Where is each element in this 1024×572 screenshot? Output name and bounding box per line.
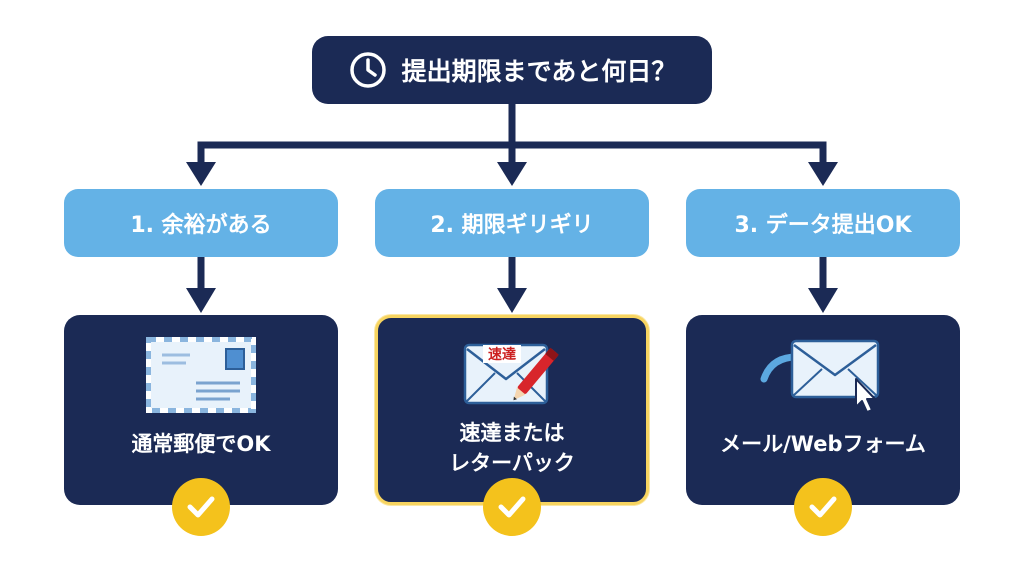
result-2-text: 速達または レターパック xyxy=(449,418,575,478)
express-envelope-icon: 速達 xyxy=(457,332,567,410)
option-2-box: 2. 期限ギリギリ xyxy=(375,189,649,257)
option-1-box: 1. 余裕がある xyxy=(64,189,338,257)
result-3-line-1: メール/Webフォーム xyxy=(720,432,926,456)
result-2-line-2: レターパック xyxy=(449,451,575,475)
question-text: 提出期限まであと何日？ xyxy=(401,57,677,86)
option-3-label: 3. データ提出OK xyxy=(734,213,912,238)
check-icon xyxy=(794,478,852,536)
option-2-label: 2. 期限ギリギリ xyxy=(430,213,594,238)
arrowhead-right-2 xyxy=(808,288,838,313)
result-card-3: メール/Webフォーム xyxy=(686,315,960,505)
result-card-2: 速達 速達または レターパック xyxy=(375,315,649,505)
express-stamp-text: 速達 xyxy=(488,346,516,363)
check-icon xyxy=(483,478,541,536)
arrowhead-left-2 xyxy=(186,288,216,313)
check-icon xyxy=(172,478,230,536)
result-1-text: 通常郵便でOK xyxy=(131,429,270,459)
result-2-line-1: 速達または xyxy=(459,421,565,445)
option-3-box: 3. データ提出OK xyxy=(686,189,960,257)
arrowhead-center-2 xyxy=(497,288,527,313)
result-1-line-1: 通常郵便でOK xyxy=(131,432,271,456)
arrowhead-center xyxy=(497,162,527,186)
arrowhead-right xyxy=(808,162,838,186)
option-1-label: 1. 余裕がある xyxy=(130,213,272,238)
question-box: 提出期限まであと何日？ xyxy=(312,36,712,104)
arrowhead-left xyxy=(186,162,216,186)
envelope-stamp-icon xyxy=(146,335,256,415)
clock-icon xyxy=(349,52,386,88)
result-3-text: メール/Webフォーム xyxy=(720,429,926,459)
email-send-icon xyxy=(758,335,888,415)
result-card-1: 通常郵便でOK xyxy=(64,315,338,505)
